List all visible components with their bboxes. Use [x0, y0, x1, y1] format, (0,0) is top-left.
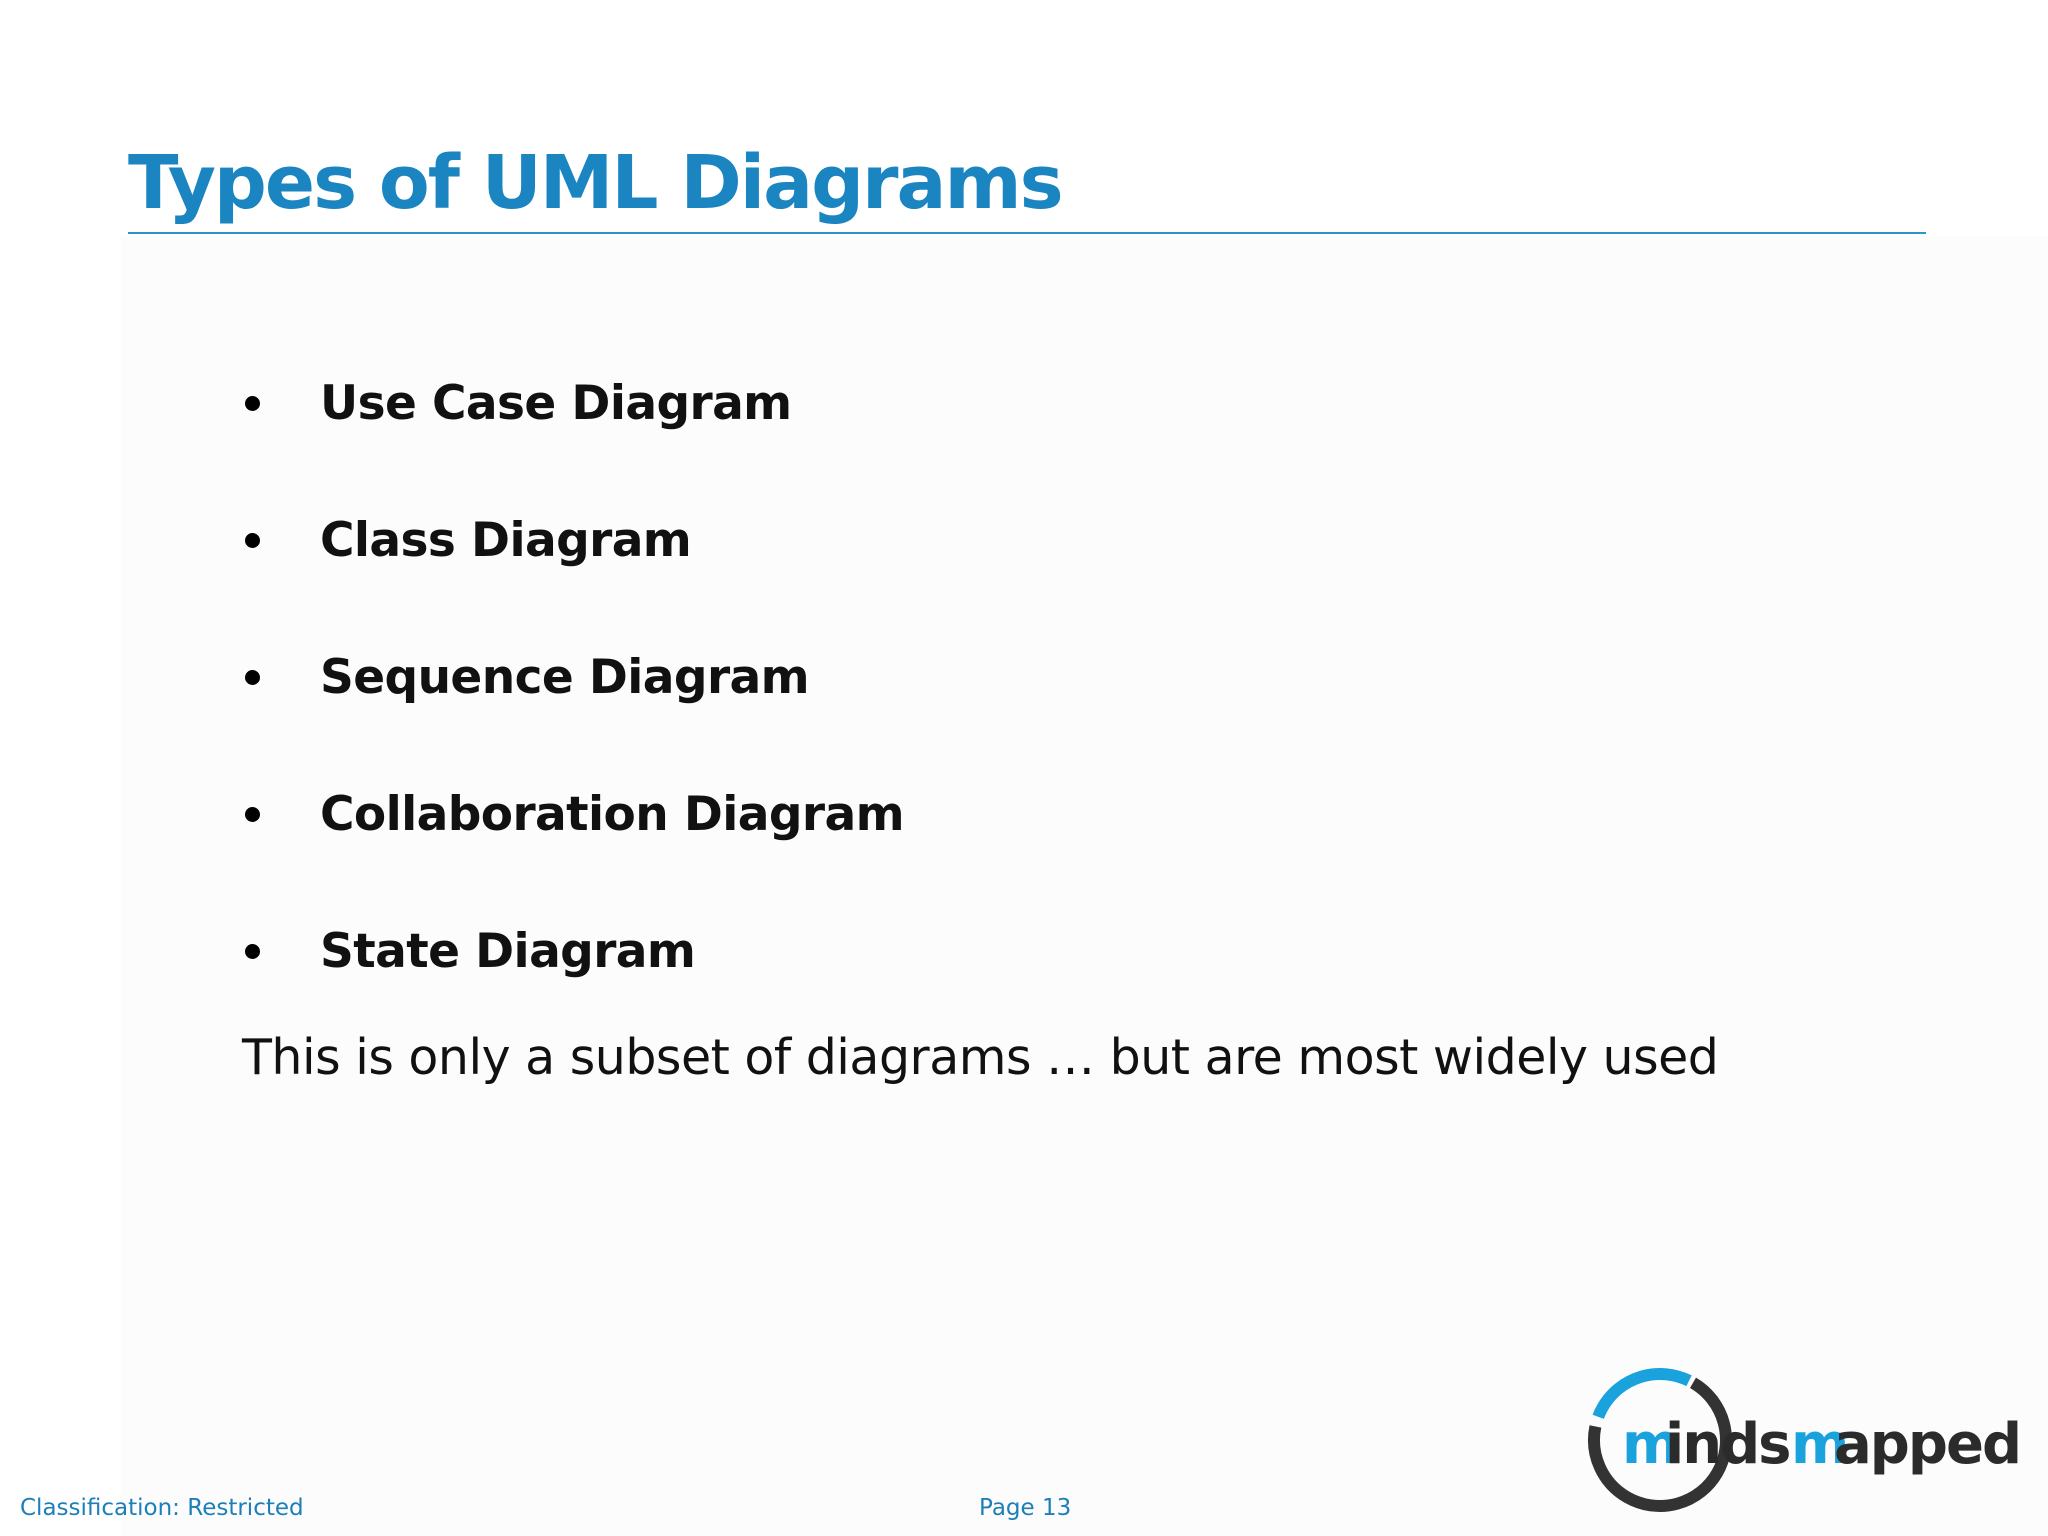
list-item-label: Class Diagram	[320, 513, 692, 568]
list-item-label: State Diagram	[320, 924, 696, 979]
bullet-dot-icon	[245, 944, 260, 959]
svg-text:apped: apped	[1834, 1412, 2020, 1477]
page-number: Page 13	[979, 1495, 1072, 1521]
footer-classification: Classification: Restricted	[20, 1495, 304, 1521]
svg-text:m: m	[1791, 1412, 1847, 1477]
logo-mark-icon: m inds m apped	[1588, 1368, 2022, 1512]
content-panel	[121, 236, 2048, 1536]
summary-text: This is only a subset of diagrams … but …	[242, 1029, 1719, 1086]
bullet-dot-icon	[245, 396, 260, 411]
svg-text:m: m	[1622, 1412, 1678, 1477]
bullet-dot-icon	[245, 533, 260, 548]
list-item-label: Sequence Diagram	[320, 650, 810, 705]
bullet-dot-icon	[245, 807, 260, 822]
list-item-label: Collaboration Diagram	[320, 787, 905, 842]
svg-text:inds: inds	[1665, 1412, 1789, 1477]
list-item-label: Use Case Diagram	[320, 376, 792, 431]
title-divider	[128, 232, 1926, 234]
slide-title: Types of UML Diagrams	[128, 140, 1064, 226]
bullet-dot-icon	[245, 670, 260, 685]
mindsmapped-logo: m inds m apped	[1580, 1360, 2030, 1520]
